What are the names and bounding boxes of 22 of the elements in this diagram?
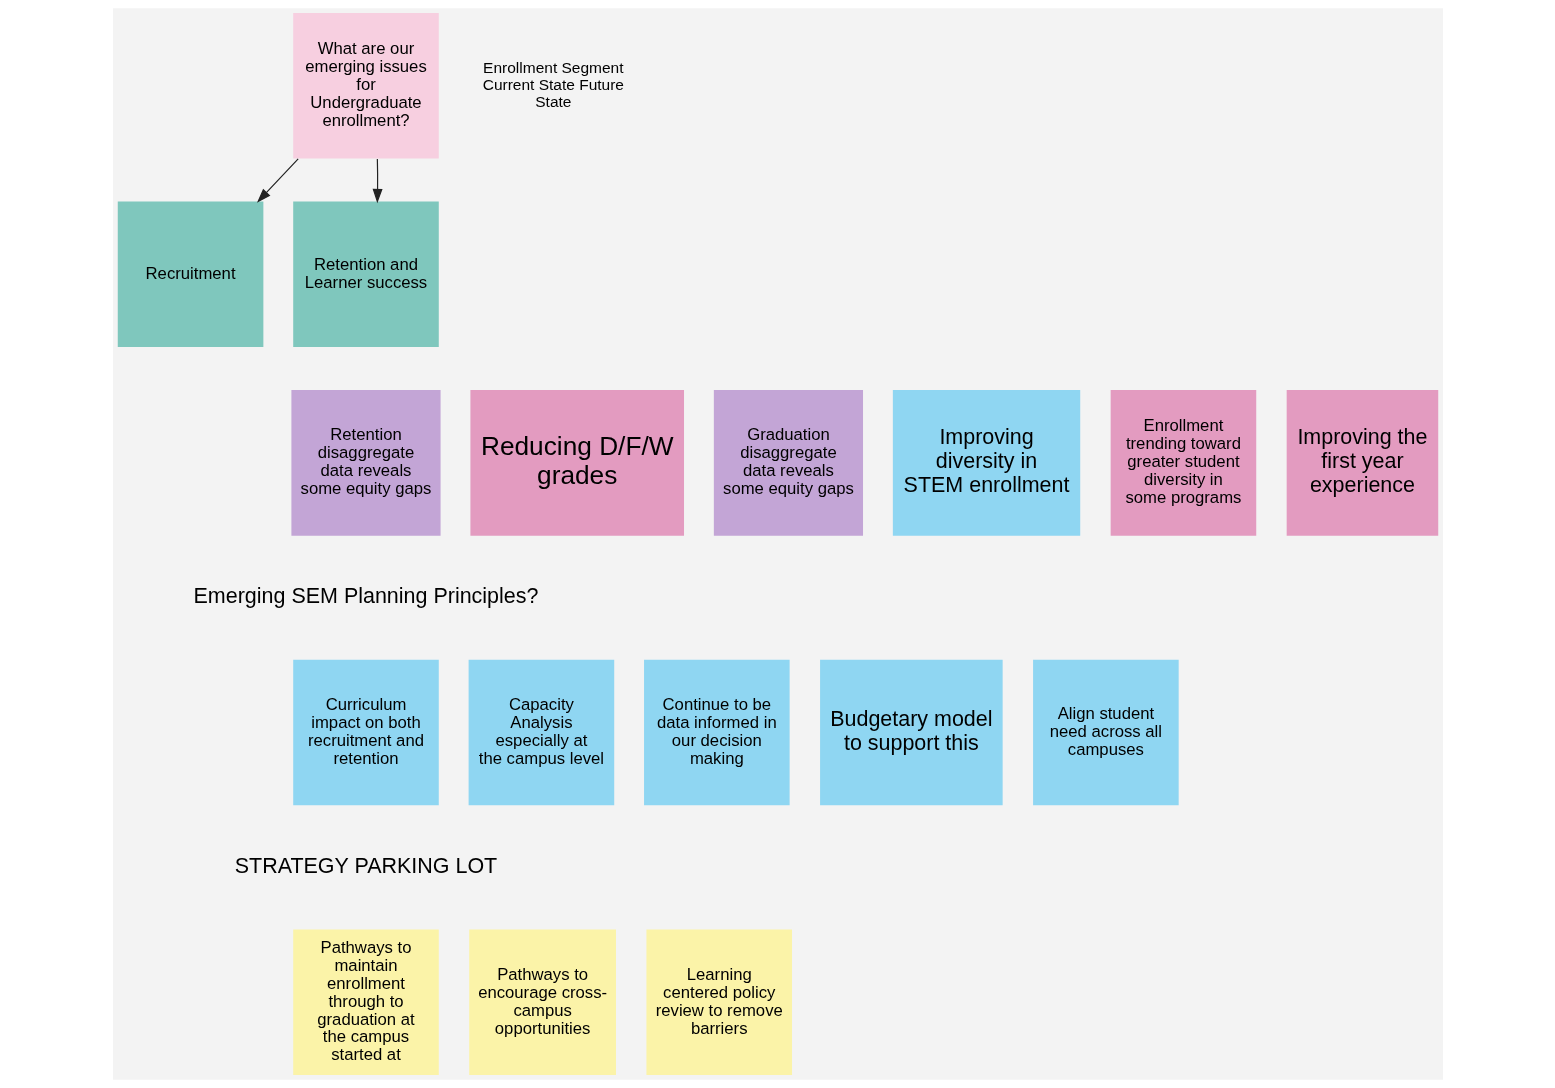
node-box: Retention disaggregate data reveals some equity gaps (290, 390, 441, 536)
node-box: Recruitment (117, 201, 263, 348)
node-box: Align student need across all campuses (1032, 659, 1179, 806)
node-box: Pathways to maintain enrollment through to graduation at the campus started at (292, 929, 439, 1076)
label: Enrollment Segment Current State Future State (482, 59, 624, 110)
node-box: What are our emerging issues for Undergraduate enrollment? (292, 12, 439, 159)
arrow (372, 158, 383, 204)
node-box: Retention and Learner success (292, 201, 439, 348)
node-box: Budgetary model to support this (819, 659, 1003, 806)
node-box: Reducing D/F/W grades (469, 390, 684, 536)
label: Emerging SEM Planning Principles? (193, 583, 538, 608)
node-box: Learning centered policy review to remove barriers (645, 929, 792, 1076)
node-box: Enrollment trending toward greater student diversity in some programs (1110, 390, 1256, 536)
node-box: Continue to be data informed in our decision making (643, 659, 790, 806)
arrow (256, 158, 299, 203)
label: STRATEGY PARKING LOT (234, 853, 497, 878)
node-box: Pathways to encourage cross-campus opportunities (468, 929, 616, 1076)
node-box: Curriculum impact on both recruitment and retention (292, 659, 439, 806)
node-box: Improving diversity in STEM enrollment (892, 390, 1080, 536)
node-box: Graduation disaggregate data reveals some equity gaps (713, 390, 863, 536)
node-box: Capacity Analysis especially at the campus level (468, 659, 614, 806)
node-box: Improving the first year experience (1286, 390, 1438, 536)
